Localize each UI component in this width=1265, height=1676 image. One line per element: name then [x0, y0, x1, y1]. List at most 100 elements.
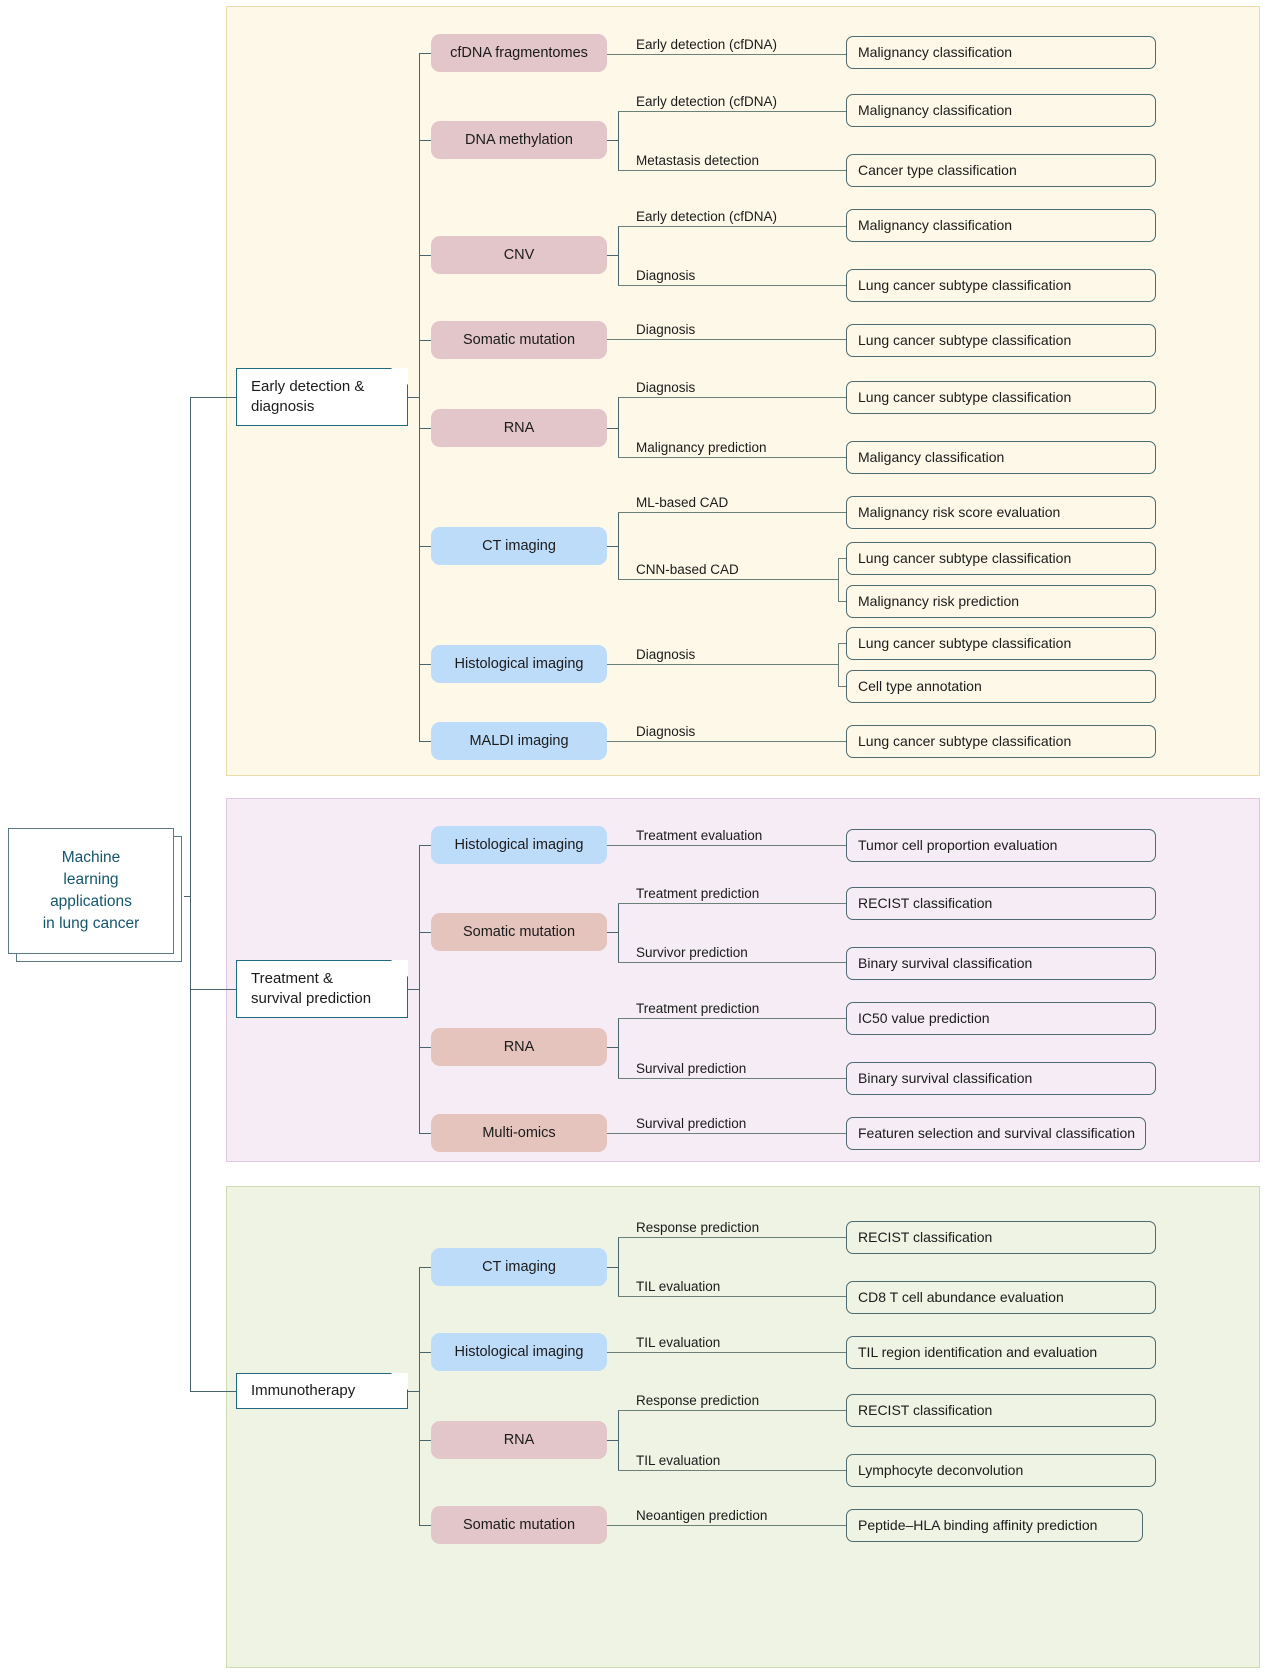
- outcome-node[interactable]: Lung cancer subtype classification: [846, 323, 1156, 357]
- outcome-node[interactable]: Binary survival classification: [846, 1061, 1156, 1095]
- task-label: Metastasis detection: [636, 153, 760, 168]
- connector-line: [607, 140, 618, 142]
- category-immunotherapy-label: Immunotherapy: [251, 1382, 356, 1400]
- connector-line: [838, 686, 846, 688]
- source-node-histological-imaging[interactable]: Histological imaging: [431, 645, 607, 683]
- connector-line: [838, 601, 846, 603]
- connector-line: [618, 1018, 620, 1078]
- task-label: Early detection (cfDNA): [636, 94, 778, 109]
- connector-line: [607, 1267, 618, 1269]
- connector-line: [618, 111, 846, 113]
- connector-line: [618, 579, 838, 581]
- connector-line: [419, 53, 431, 55]
- source-node-somatic-mutation[interactable]: Somatic mutation: [431, 321, 607, 359]
- source-node-maldi-imaging[interactable]: MALDI imaging: [431, 722, 607, 760]
- outcome-node[interactable]: Malignancy classification: [846, 208, 1156, 242]
- section-panel-immunotherapy: [226, 1186, 1260, 1668]
- outcome-node[interactable]: Lung cancer subtype classification: [846, 268, 1156, 302]
- task-label: CNN-based CAD: [636, 562, 739, 577]
- outcome-node[interactable]: Malignancy classification: [846, 35, 1156, 69]
- connector-line: [838, 643, 846, 645]
- connector-line: [618, 170, 846, 172]
- connector-line: [618, 903, 620, 962]
- connector-line: [607, 932, 618, 934]
- connector-line: [419, 664, 431, 666]
- connector-line: [419, 932, 431, 934]
- outcome-node[interactable]: CD8 T cell abundance evaluation: [846, 1280, 1156, 1314]
- connector-line: [607, 339, 846, 341]
- connector-line: [408, 397, 419, 399]
- source-node-cfdna-fragmentomes[interactable]: cfDNA fragmentomes: [431, 34, 607, 72]
- outcome-node[interactable]: Malignancy classification: [846, 93, 1156, 127]
- source-node-ct-imaging[interactable]: CT imaging: [431, 527, 607, 565]
- connector-line: [618, 111, 620, 170]
- outcome-node[interactable]: RECIST classification: [846, 1220, 1156, 1254]
- connector-line: [408, 989, 419, 991]
- connector-line: [419, 1267, 431, 1269]
- connector-line: [618, 512, 846, 514]
- outcome-node[interactable]: Lung cancer subtype classification: [846, 541, 1156, 575]
- outcome-node[interactable]: Lung cancer subtype classification: [846, 724, 1156, 758]
- outcome-node[interactable]: Tumor cell proportion evaluation: [846, 828, 1156, 862]
- task-label: Treatment prediction: [636, 1001, 760, 1016]
- source-node-cnv[interactable]: CNV: [431, 236, 607, 274]
- source-node-ct-imaging[interactable]: CT imaging: [431, 1248, 607, 1286]
- connector-line: [419, 845, 421, 1133]
- category-immunotherapy[interactable]: Immunotherapy: [236, 1373, 408, 1409]
- outcome-node[interactable]: Lung cancer subtype classification: [846, 380, 1156, 414]
- source-node-histological-imaging[interactable]: Histological imaging: [431, 826, 607, 864]
- connector-line: [607, 1133, 846, 1135]
- connector-line: [618, 1296, 846, 1298]
- connector-line: [419, 255, 431, 257]
- connector-line: [607, 845, 846, 847]
- connector-line: [618, 285, 846, 287]
- connector-line: [618, 226, 846, 228]
- source-node-dna-methylation[interactable]: DNA methylation: [431, 121, 607, 159]
- connector-line: [190, 989, 236, 991]
- connector-line: [419, 140, 431, 142]
- connector-line: [607, 1440, 618, 1442]
- note-fold-corner-icon: [391, 960, 408, 977]
- task-label: Neoantigen prediction: [636, 1508, 768, 1523]
- outcome-node[interactable]: RECIST classification: [846, 886, 1156, 920]
- connector-line: [607, 1525, 846, 1527]
- connector-line: [618, 1410, 620, 1470]
- task-label: Survival prediction: [636, 1116, 747, 1131]
- connector-line: [419, 340, 431, 342]
- task-label: Response prediction: [636, 1393, 760, 1408]
- outcome-node[interactable]: RECIST classification: [846, 1393, 1156, 1427]
- note-fold-corner-icon: [391, 1373, 408, 1390]
- outcome-node[interactable]: TIL region identification and evaluation: [846, 1335, 1156, 1369]
- outcome-node[interactable]: Peptide–HLA binding affinity prediction: [846, 1508, 1143, 1542]
- outcome-node[interactable]: Cell type annotation: [846, 669, 1156, 703]
- connector-line: [419, 1440, 431, 1442]
- task-label: TIL evaluation: [636, 1335, 721, 1350]
- connector-line: [190, 1391, 236, 1393]
- outcome-node[interactable]: IC50 value prediction: [846, 1001, 1156, 1035]
- outcome-node[interactable]: Cancer type classification: [846, 153, 1156, 187]
- source-node-multi-omics[interactable]: Multi-omics: [431, 1114, 607, 1152]
- source-node-rna[interactable]: RNA: [431, 409, 607, 447]
- category-treatment[interactable]: Treatment &survival prediction: [236, 960, 408, 1018]
- category-early-detection[interactable]: Early detection &diagnosis: [236, 368, 408, 426]
- task-label: TIL evaluation: [636, 1453, 721, 1468]
- outcome-node[interactable]: Malignancy risk prediction: [846, 584, 1156, 618]
- outcome-node[interactable]: Malignancy risk score evaluation: [846, 495, 1156, 529]
- source-node-somatic-mutation[interactable]: Somatic mutation: [431, 913, 607, 951]
- connector-line: [618, 1078, 846, 1080]
- connector-line: [190, 397, 192, 1391]
- outcome-node[interactable]: Lymphocyte deconvolution: [846, 1453, 1156, 1487]
- source-node-somatic-mutation[interactable]: Somatic mutation: [431, 1506, 607, 1544]
- outcome-node[interactable]: Lung cancer subtype classification: [846, 626, 1156, 660]
- task-label: Diagnosis: [636, 268, 696, 283]
- source-node-rna[interactable]: RNA: [431, 1421, 607, 1459]
- source-node-rna[interactable]: RNA: [431, 1028, 607, 1066]
- outcome-node[interactable]: Binary survival classification: [846, 946, 1156, 980]
- connector-line: [607, 428, 618, 430]
- outcome-node[interactable]: Maligancy classification: [846, 440, 1156, 474]
- source-node-histological-imaging[interactable]: Histological imaging: [431, 1333, 607, 1371]
- outcome-node[interactable]: Featuren selection and survival classifi…: [846, 1116, 1146, 1150]
- connector-line: [618, 457, 846, 459]
